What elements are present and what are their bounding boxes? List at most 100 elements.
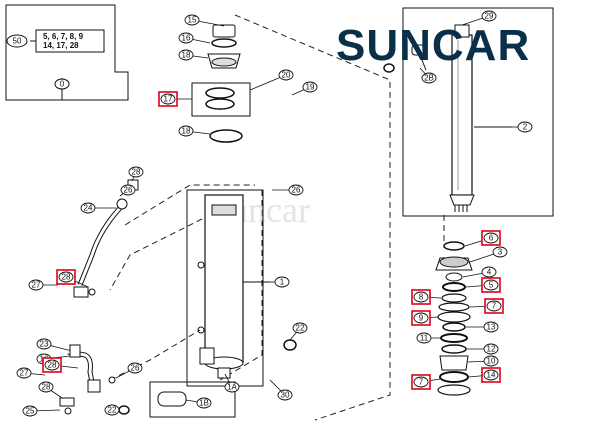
hydraulic-tube-lower (59, 344, 116, 415)
callout-c28c: 28 (42, 357, 62, 373)
callout-label: 23 (40, 340, 49, 349)
callout-label: 28 (42, 383, 51, 392)
callout-label: 29 (485, 12, 494, 21)
kit-box-line1: 5, 6, 7, 8, 9 (43, 32, 84, 41)
callout-label: 1 (280, 278, 285, 287)
callout-c7b: 7 (411, 374, 431, 390)
callout-c22b: 22 (104, 404, 120, 416)
callout-c5: 5 (481, 277, 501, 293)
callout-c27a: 27 (28, 279, 44, 291)
callout-c7a: 7 (484, 298, 504, 314)
callout-label: 27 (32, 281, 41, 290)
callout-c20: 20 (278, 69, 294, 81)
callout-c4: 4 (481, 266, 497, 278)
callout-label: 11 (420, 334, 429, 343)
callout-label: 9 (419, 314, 424, 323)
o-ring-18 (209, 129, 243, 143)
piston-stack (435, 241, 473, 396)
callout-c26c: 26 (127, 362, 143, 374)
callout-c19: 19 (302, 81, 318, 93)
callout-label: 6 (489, 234, 494, 243)
kit-box-line2: 14, 17, 28 (43, 41, 79, 50)
callout-c26b: 26 (288, 184, 304, 196)
callout-c3: 3 (492, 246, 508, 258)
callout-label: 30 (281, 391, 290, 400)
callout-c12: 12 (483, 343, 499, 355)
callout-label: 18 (182, 127, 191, 136)
callout-c16a: 16 (178, 32, 194, 44)
o-ring-22 (283, 339, 297, 351)
kit-box-callout: 50 (6, 34, 28, 48)
callout-label: 20 (282, 71, 291, 80)
callout-label: 1A (227, 383, 237, 392)
assembly-callout: 0 (54, 78, 70, 100)
callout-c1: 1 (274, 276, 290, 288)
brand-logo: SUNCAR (336, 21, 530, 70)
hydraulic-tube-upper (73, 179, 139, 298)
callout-c27b: 27 (16, 367, 32, 379)
callout-label: 22 (296, 324, 305, 333)
callout-c2: 2 (517, 121, 533, 133)
callout-label: 27 (20, 369, 29, 378)
callout-c2B: 2B (421, 72, 437, 84)
callout-label: 4 (487, 268, 492, 277)
kit-box: 5, 6, 7, 8, 9 14, 17, 28 (5, 4, 129, 101)
callout-c23: 23 (36, 338, 52, 350)
o-ring-22b (118, 405, 130, 415)
callout-layer: 1516181718201928262426282712223162827262… (16, 10, 533, 417)
callout-c26a: 26 (120, 184, 136, 196)
callout-label: 1B (199, 399, 209, 408)
callout-label: 2 (523, 123, 528, 132)
callout-label: 8 (419, 293, 424, 302)
callout-label: 24 (84, 204, 93, 213)
callout-c24: 24 (80, 202, 96, 214)
rod-box (402, 7, 554, 217)
callout-label: 22 (108, 406, 117, 415)
callout-label: 10 (487, 357, 496, 366)
callout-label: 7 (419, 378, 424, 387)
callout-c25: 25 (22, 405, 38, 417)
callout-c17: 17 (158, 91, 178, 107)
logo-text: SUNCAR (336, 21, 530, 70)
callout-label: 26 (124, 186, 133, 195)
callout-c14: 14 (481, 367, 501, 383)
callout-c8: 8 (411, 289, 431, 305)
callout-label: 17 (164, 95, 173, 104)
seal-kit-box-17 (191, 82, 251, 117)
callout-c29: 29 (481, 10, 497, 22)
callout-label: 12 (487, 345, 496, 354)
callout-label: 15 (188, 16, 197, 25)
callout-label: 14 (487, 371, 496, 380)
callout-label: 5 (489, 281, 494, 290)
o-ring-top-right (383, 63, 395, 73)
cylinder-barrel (186, 189, 270, 387)
gland-stack (207, 24, 241, 69)
callout-c13: 13 (483, 321, 499, 333)
callout-label: 13 (487, 323, 496, 332)
callout-c18a: 18 (178, 49, 194, 61)
callout-c18b: 18 (178, 125, 194, 137)
callout-label: 28 (62, 273, 71, 282)
callout-label: 25 (26, 407, 35, 416)
callout-label: 28 (132, 168, 141, 177)
callout-c15: 15 (184, 14, 200, 26)
callout-label: 26 (292, 186, 301, 195)
callout-label: 7 (492, 302, 497, 311)
callout-c11: 11 (416, 332, 432, 344)
callout-c10: 10 (483, 355, 499, 367)
svg-text:50: 50 (13, 37, 22, 46)
callout-c9: 9 (411, 310, 431, 326)
callout-label: 19 (306, 83, 315, 92)
callout-c28a: 28 (128, 166, 144, 178)
callout-label: 28 (48, 361, 57, 370)
callout-c28b: 28 (56, 269, 76, 285)
svg-text:0: 0 (60, 80, 65, 89)
pin-1b (149, 381, 236, 418)
callout-c1B: 1B (196, 397, 212, 409)
callout-label: 2B (424, 74, 434, 83)
assembly-lines (109, 14, 445, 421)
callout-c6: 6 (481, 230, 501, 246)
callout-label: 26 (131, 364, 140, 373)
